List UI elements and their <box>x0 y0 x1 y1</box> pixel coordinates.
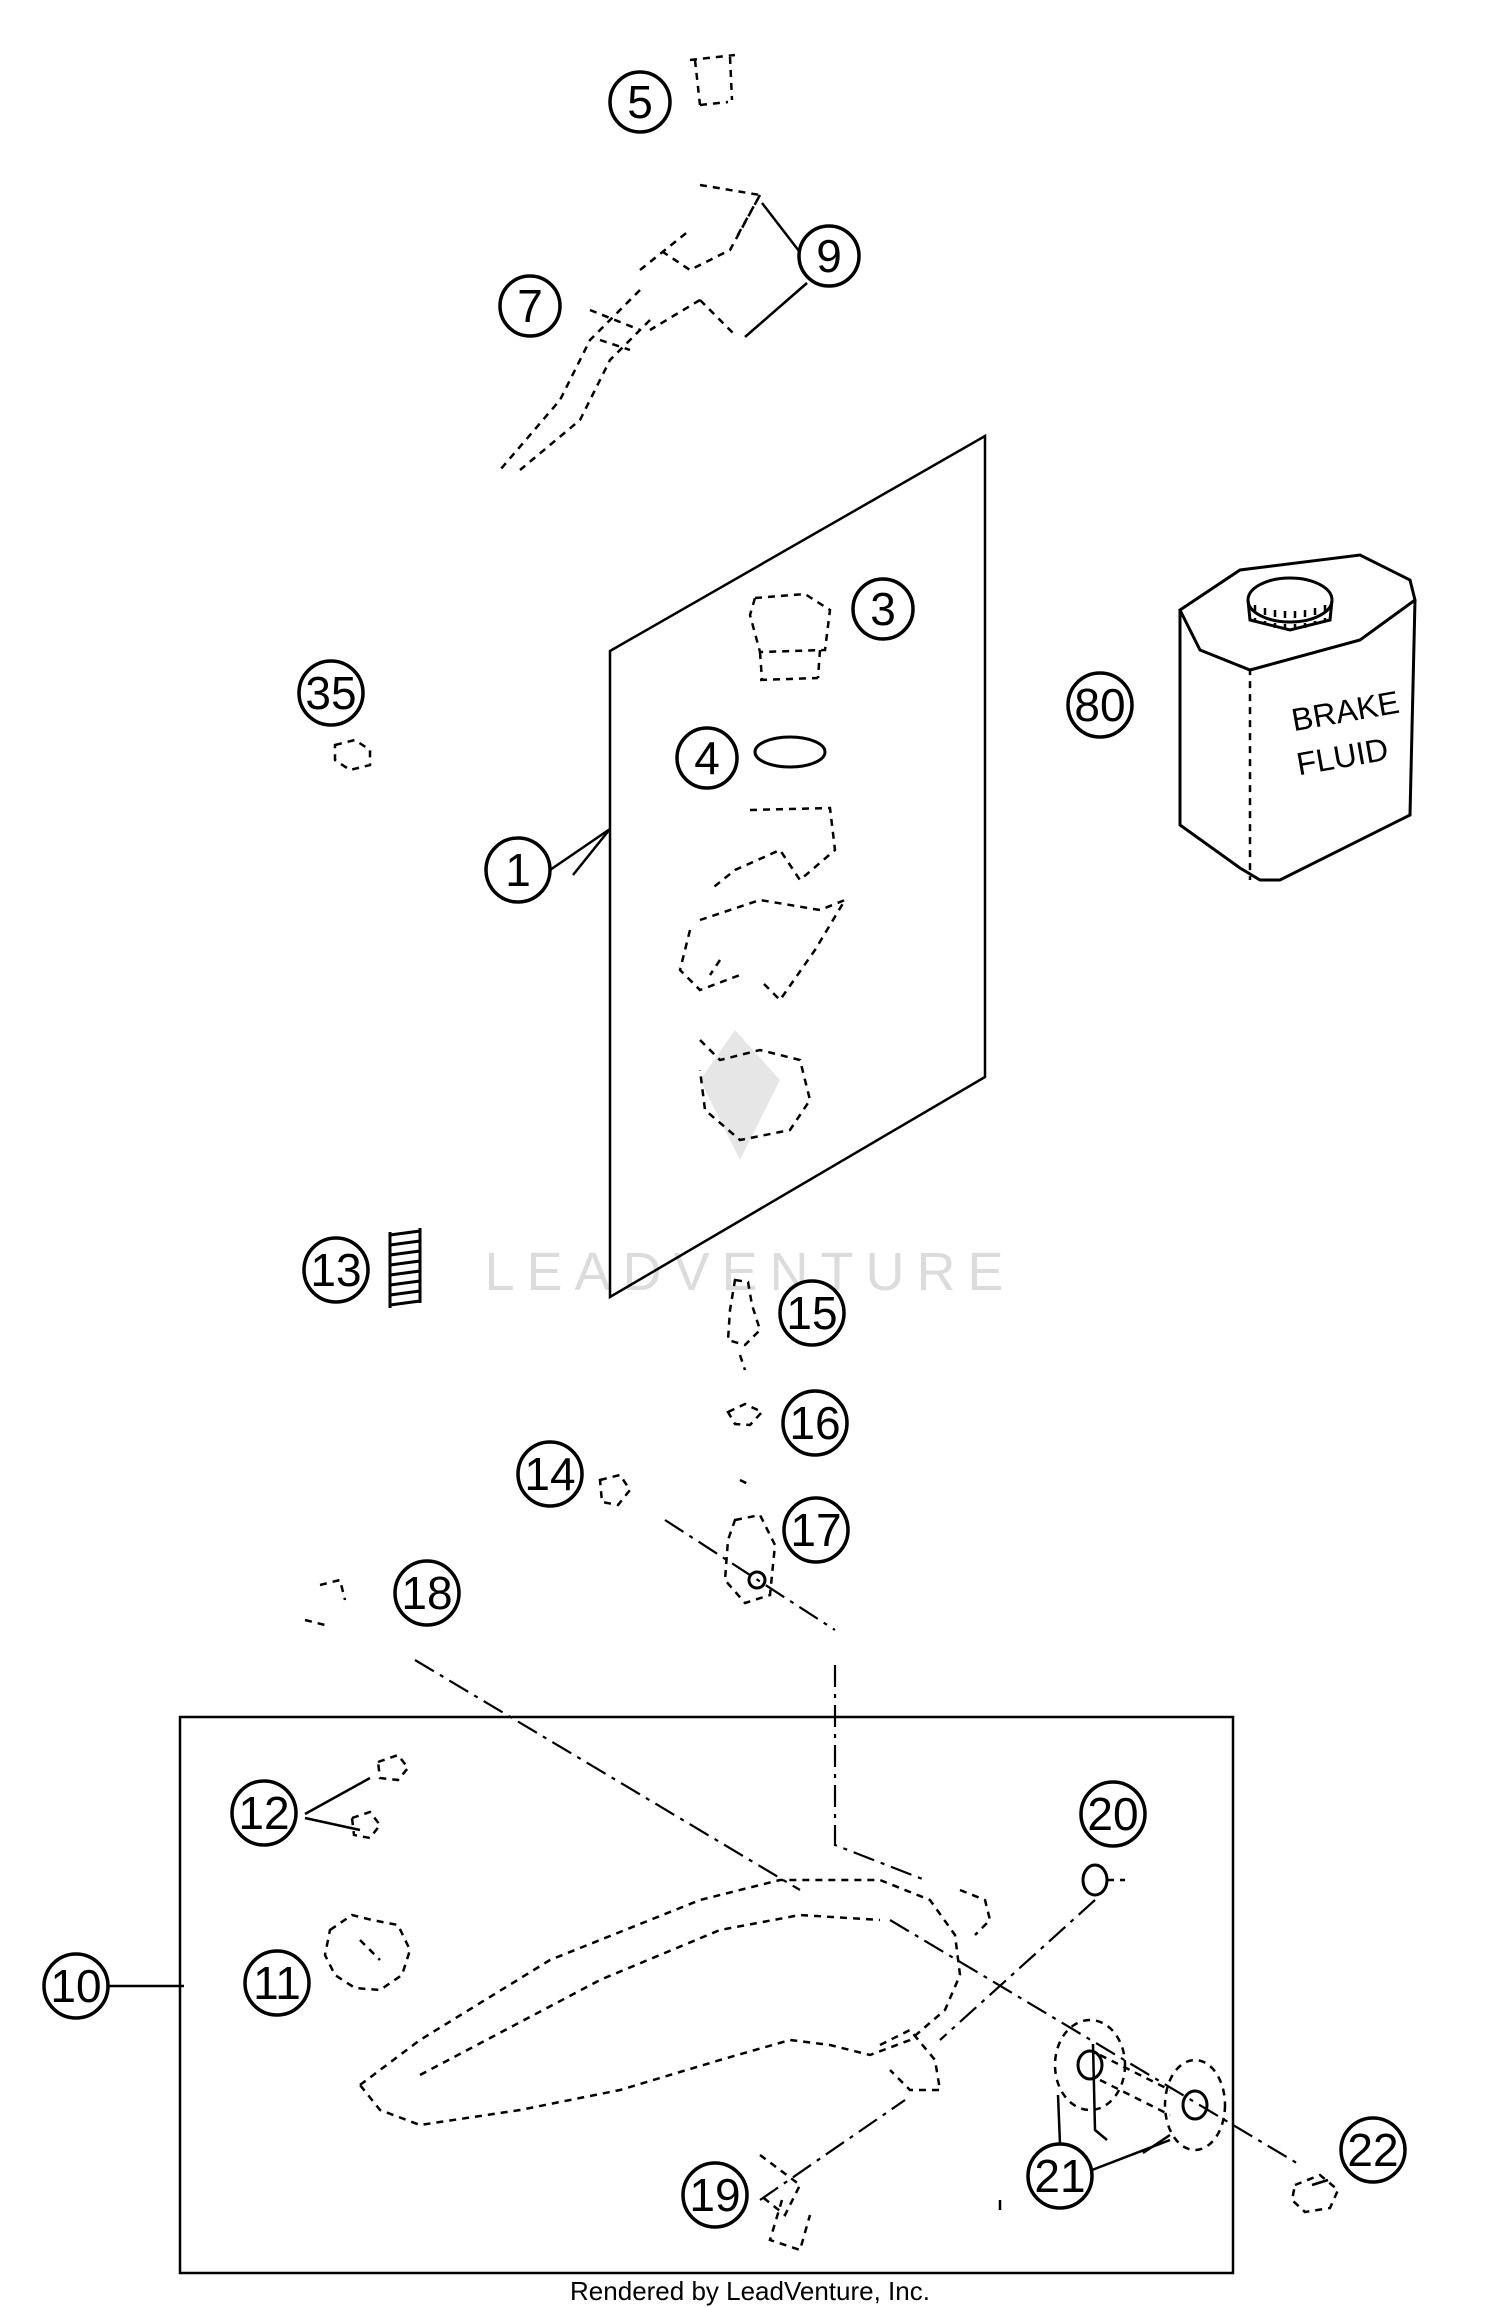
svg-text:5: 5 <box>627 76 653 128</box>
brake-pedal[interactable] <box>358 1878 992 2127</box>
svg-text:7: 7 <box>517 280 543 332</box>
part-20-washer[interactable] <box>1081 1863 1125 1897</box>
callout-14[interactable]: 14 <box>516 1440 584 1508</box>
callout-11[interactable]: 11 <box>243 1949 311 2017</box>
callout-35[interactable]: 35 <box>297 659 365 727</box>
callout-80[interactable]: 80 <box>1066 671 1134 739</box>
svg-text:1: 1 <box>505 844 531 896</box>
part-12-nuts[interactable] <box>350 1753 410 1840</box>
part-9-banjo-fitting[interactable] <box>639 183 762 336</box>
svg-text:17: 17 <box>790 1504 841 1556</box>
fluid-label-line2: FLUID <box>1294 731 1391 783</box>
svg-text:20: 20 <box>1087 1788 1138 1840</box>
part-22-nut[interactable] <box>1290 2173 1340 2214</box>
callout-4[interactable]: 4 <box>675 726 739 790</box>
svg-text:19: 19 <box>689 2169 740 2221</box>
svg-text:9: 9 <box>816 230 842 282</box>
centerline-vertical <box>833 1665 926 1882</box>
callout-9[interactable]: 9 <box>797 224 861 288</box>
svg-text:14: 14 <box>524 1448 575 1500</box>
svg-text:12: 12 <box>238 1787 289 1839</box>
callout-13[interactable]: 13 <box>302 1236 370 1304</box>
callout-7[interactable]: 7 <box>498 274 562 338</box>
centerline-18 <box>414 1659 801 1891</box>
callout-20[interactable]: 20 <box>1079 1780 1147 1848</box>
part-11-return-spring[interactable] <box>323 1913 412 1992</box>
part-35-small-part[interactable] <box>333 738 372 772</box>
part-17-clevis[interactable] <box>723 1478 777 1605</box>
leader-1 <box>549 827 611 872</box>
part-14-pin[interactable] <box>598 1473 632 1507</box>
part-21-bushings[interactable] <box>1053 2018 1227 2152</box>
leader-lines <box>180 202 1329 2210</box>
svg-text:10: 10 <box>50 1960 101 2012</box>
centerline-19 <box>759 2099 906 2201</box>
leader-21 <box>1056 2094 1171 2172</box>
svg-text:15: 15 <box>786 1287 837 1339</box>
part-19-bolt[interactable] <box>759 2154 812 2252</box>
svg-text:4: 4 <box>694 732 720 784</box>
master-cylinder-kit-panel <box>608 433 987 1300</box>
callout-16[interactable]: 16 <box>781 1389 849 1457</box>
fluid-label-line1: BRAKE <box>1289 684 1402 738</box>
master-cylinder-body <box>678 806 848 1142</box>
centerline-20 <box>939 1899 1096 2041</box>
callout-12[interactable]: 12 <box>230 1779 298 1847</box>
part-18-washer[interactable] <box>304 1578 347 1627</box>
part-80-brake-fluid-container[interactable]: BRAKE FLUID <box>1178 553 1417 882</box>
svg-text:13: 13 <box>310 1244 361 1296</box>
part-16-nut[interactable] <box>726 1402 765 1427</box>
callout-15[interactable]: 15 <box>778 1279 846 1347</box>
svg-text:16: 16 <box>789 1397 840 1449</box>
callout-18[interactable]: 18 <box>393 1559 461 1627</box>
svg-text:18: 18 <box>401 1567 452 1619</box>
part-15-pushrod-end[interactable] <box>726 1278 762 1371</box>
callout-17[interactable]: 17 <box>782 1496 850 1564</box>
svg-text:11: 11 <box>253 1957 301 2009</box>
svg-text:22: 22 <box>1347 2124 1398 2176</box>
credit-text: Rendered by LeadVenture, Inc. <box>570 2276 930 2306</box>
centerline-pin-14 <box>664 1519 836 1631</box>
callout-3[interactable]: 3 <box>851 577 915 641</box>
callout-19[interactable]: 19 <box>681 2161 749 2229</box>
part-4-o-ring[interactable] <box>753 735 827 769</box>
callout-10[interactable]: 10 <box>42 1952 110 2020</box>
part-7-hose[interactable] <box>499 289 651 471</box>
brake-pedal-group-box <box>178 1715 1235 2275</box>
watermark-text: LEADVENTURE <box>484 1242 1015 1302</box>
callout-5[interactable]: 5 <box>608 70 672 134</box>
watermark: LEADVENTURE <box>484 1030 1015 1302</box>
part-13-spring[interactable] <box>388 1228 422 1308</box>
svg-text:35: 35 <box>305 667 356 719</box>
svg-text:21: 21 <box>1034 2150 1085 2202</box>
svg-text:80: 80 <box>1074 679 1125 731</box>
svg-text:3: 3 <box>870 583 896 635</box>
callout-21[interactable]: 21 <box>1026 2142 1094 2210</box>
callout-22[interactable]: 22 <box>1339 2116 1407 2184</box>
callout-1[interactable]: 1 <box>484 836 552 904</box>
part-5-screw[interactable] <box>689 53 736 107</box>
part-3-reservoir-cap[interactable] <box>748 592 832 682</box>
